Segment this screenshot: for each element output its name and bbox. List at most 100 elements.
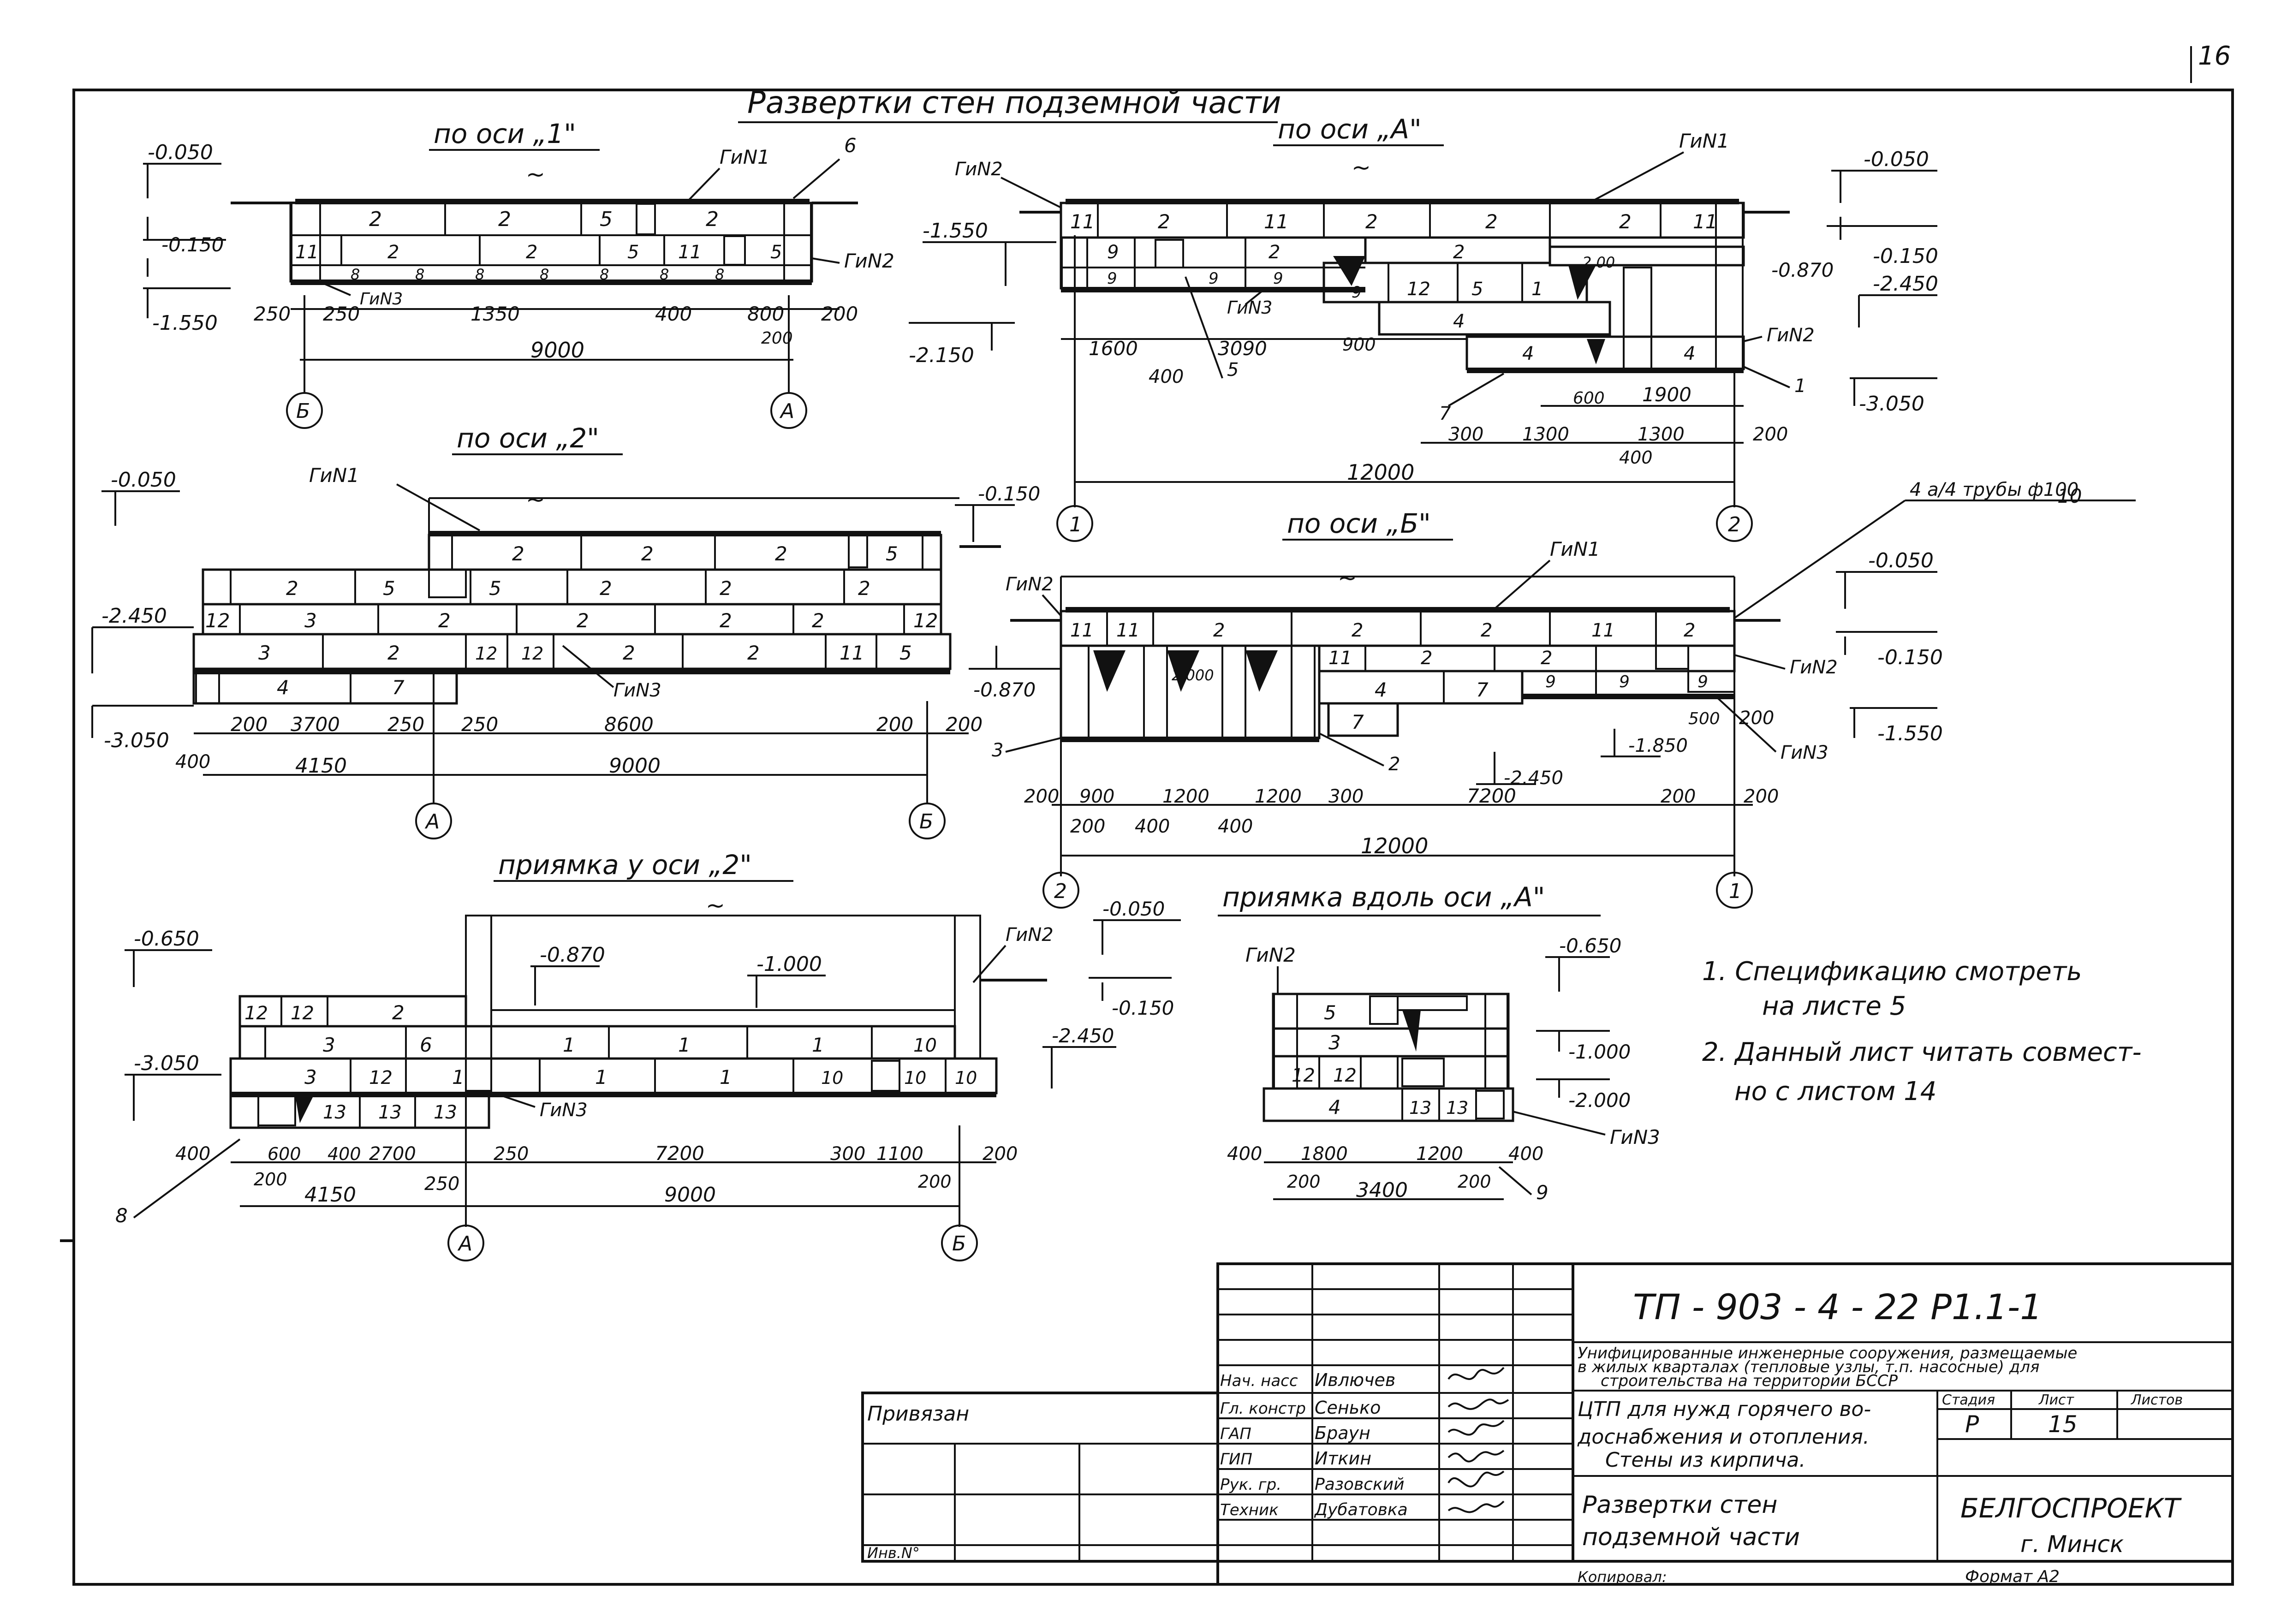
drawing-label: ~: [1352, 154, 1371, 181]
drawing-label: 13: [434, 1102, 457, 1123]
drawing-label: Инв.N°: [867, 1544, 920, 1562]
page-number: 16: [2198, 41, 2231, 71]
drawing-label: 1: [1794, 375, 1806, 397]
drawing-block: [1397, 995, 1468, 1011]
title-block: Привязан Инв.N° Нач. насс Ивлючев Гл. ко…: [861, 1262, 2234, 1586]
drawing-label: 2: [1054, 880, 1067, 903]
drawing-label: -1.550: [152, 311, 218, 335]
drawing-label: 12: [369, 1067, 393, 1089]
drawing-block: [1060, 645, 1090, 739]
drawing-label: 300: [1328, 786, 1364, 807]
general-notes: 1. Спецификацию смотреть на листе 5 2. Д…: [1702, 957, 2142, 1106]
drawing-label: 9: [1536, 1181, 1549, 1204]
drawing-label: 12: [1407, 279, 1430, 300]
drawing-label: Дубатовка: [1314, 1500, 1408, 1519]
drawing-line: [1743, 366, 1790, 388]
drawing-label: 2: [720, 609, 732, 632]
drawing-block: [954, 915, 981, 1059]
drawing-label: 1300: [1522, 424, 1569, 445]
drawing-label: 1300: [1638, 424, 1685, 445]
view-pit-axis-a: приямка вдоль оси „А" ГиN2 5 3 12 12 4 1…: [1218, 881, 1660, 1204]
drawing-label: 5: [899, 642, 912, 664]
drawing-line: [1319, 732, 1384, 767]
drawing-line: [1042, 594, 1062, 617]
drawing-label: ГиN2: [1006, 924, 1054, 946]
drawing-block: [229, 1057, 998, 1095]
drawing-block: [1318, 670, 1524, 705]
drawing-label: 600: [1573, 389, 1605, 408]
drawing-label: 400: [1218, 816, 1253, 837]
drawing-label: 8: [415, 266, 424, 283]
drawing-label: 1: [720, 1066, 732, 1089]
drawing-label: 12000: [1347, 460, 1414, 485]
main-title: Развертки стен подземной части: [747, 85, 1281, 120]
drawing-block: [1272, 1027, 1510, 1058]
drawing-block: [257, 1095, 296, 1126]
drawing-label: 2: [720, 577, 732, 600]
drawing-label: Формат А2: [1965, 1567, 2060, 1586]
drawing-label: 400: [1508, 1143, 1543, 1165]
drawing-label: -0.150: [1877, 646, 1943, 669]
drawing-label: 200: [821, 303, 858, 325]
drawing-label: 8600: [604, 713, 654, 736]
gi2-label: ГиN2: [844, 250, 894, 272]
drawing-label: 2: [286, 577, 298, 600]
drawing-line: [1743, 336, 1763, 342]
note-line: 1. Спецификацию смотреть: [1702, 957, 2082, 987]
drawing-label: 1900: [1642, 383, 1691, 406]
drawing-block: [1060, 610, 1736, 647]
drawing-label: 200: [761, 329, 793, 348]
axis-marker: [1716, 505, 1753, 542]
drawing-label: -1.000: [756, 952, 822, 976]
lintel-mark: [1333, 256, 1365, 286]
drawing-label: 12: [244, 1003, 268, 1024]
drawing-label: 12: [1333, 1065, 1357, 1086]
drawing-label: 250: [387, 713, 424, 736]
sheet-frame: [72, 89, 2234, 1586]
lintel-mark: [1093, 650, 1126, 692]
drawing-label: -1.550: [1877, 722, 1943, 745]
drawing-label: 2: [812, 609, 824, 632]
drawing-line: [1715, 696, 1777, 753]
lintel-mark: [1245, 650, 1278, 692]
drawing-line: [322, 282, 351, 296]
drawing-line: [1498, 1166, 1532, 1196]
drawing-label: 4150: [304, 1183, 356, 1207]
lintel-mark: [1587, 339, 1605, 364]
drawing-label: -2.450: [101, 604, 167, 628]
drawing-label: 2: [498, 208, 511, 231]
drawing-label: 2: [747, 642, 760, 664]
drawing-label: 11: [1591, 620, 1615, 641]
drawing-line: [498, 1094, 536, 1108]
drawing-label: 5: [489, 577, 501, 600]
drawing-label: 200: [1744, 786, 1779, 807]
drawing-label: 4: [1328, 1096, 1341, 1118]
drawing-label: 4 а/4 трубы ф100: [1910, 479, 2079, 500]
drawing-label: 7: [1352, 711, 1364, 733]
drawing-label: 2: [706, 208, 719, 231]
note-line: но с листом 14: [1734, 1077, 1936, 1106]
drawing-label: 250: [323, 303, 360, 325]
drawing-label: -0.150: [1112, 997, 1174, 1019]
drawing-label: 250: [254, 303, 291, 325]
drawing-label: 300: [1448, 424, 1483, 445]
drawing-label: 200: [1458, 1172, 1491, 1192]
drawing-block: [238, 1025, 956, 1060]
drawing-label: -0.870: [540, 943, 605, 967]
drawing-label: 9: [1619, 672, 1630, 691]
drawing-label: 11: [1116, 620, 1140, 641]
drawing-label: 8: [540, 266, 549, 283]
drawing-label: Гл. констр: [1220, 1399, 1306, 1418]
drawing-label: 2: [1485, 210, 1498, 233]
drawing-block: [1318, 644, 1736, 672]
drawing-label: 5: [627, 242, 639, 263]
drawing-label: 10: [821, 1068, 843, 1088]
drawing-label: приямка вдоль оси „А": [1222, 881, 1545, 913]
drawing-line: [1001, 177, 1061, 208]
lintel-mark: [1402, 1010, 1421, 1052]
drawing-label: 9000: [530, 338, 584, 363]
drawing-label: 12: [521, 643, 543, 664]
drawing-label: 200: [946, 713, 983, 736]
drawing-label: 2: [1453, 242, 1465, 263]
drawing-label: 2: [1619, 210, 1632, 233]
